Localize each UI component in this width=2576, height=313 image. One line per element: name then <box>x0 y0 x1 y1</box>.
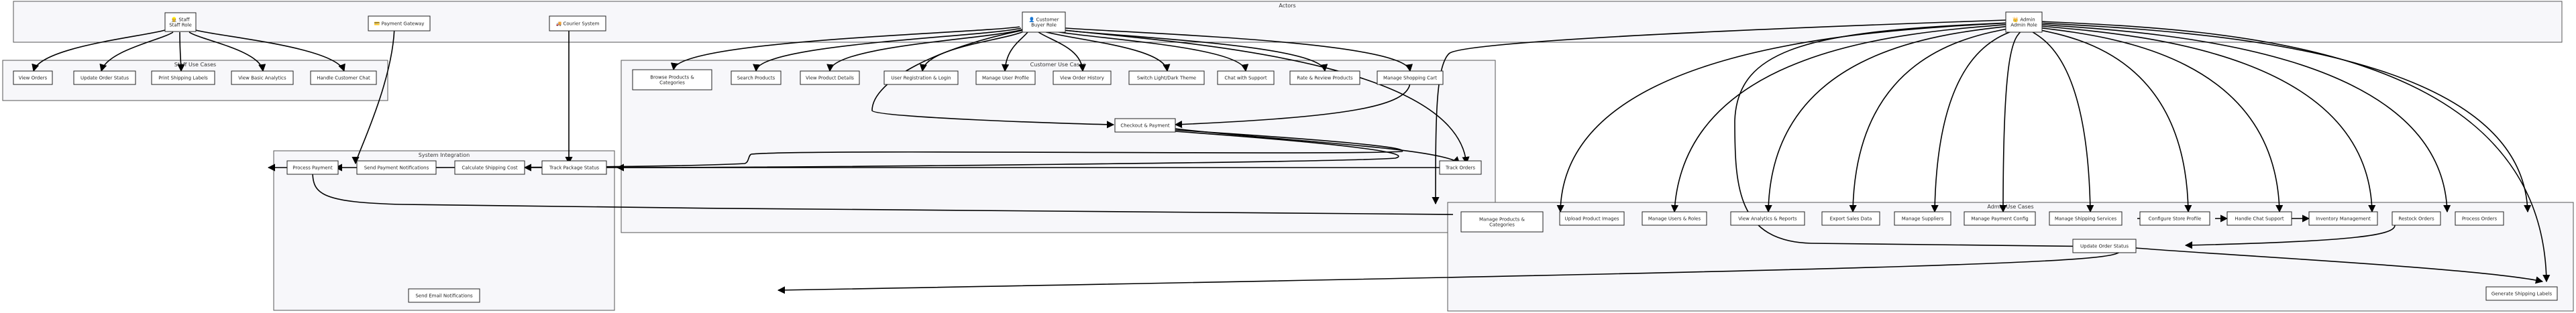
use-case-customer-cases-switch-theme: Switch Light/Dark Theme <box>1128 70 1205 85</box>
use-case-customer-cases-manage-shopping-cart: Manage Shopping Cart <box>1377 70 1444 85</box>
label-actors-admin-0: 👑 Admin <box>2012 17 2035 23</box>
label-customer-cases-rate-review-products: Rate & Review Products <box>1297 76 1353 81</box>
label-customer-cases-search-products: Search Products <box>737 76 775 81</box>
use-case-admin-cases-update-order-status: Update Order Status <box>2072 239 2137 253</box>
label-admin-cases-update-order-status: Update Order Status <box>2080 244 2129 249</box>
use-case-staff-cases-print-shipping-labels: Print Shipping Labels <box>151 70 215 85</box>
cluster-title-actors: Actors <box>1279 3 1295 9</box>
use-case-customer-cases-track-orders: Track Orders <box>1439 160 1482 175</box>
label-staff-cases-view-basic-analytics: View Basic Analytics <box>238 76 286 81</box>
use-case-admin-cases-generate-shipping-labels: Generate Shipping Labels <box>2485 286 2558 301</box>
label-admin-cases-manage-suppliers: Manage Suppliers <box>1902 216 1944 222</box>
use-case-customer-cases-manage-user-profile: Manage User Profile <box>975 70 1036 85</box>
use-case-admin-cases-process-orders: Process Orders <box>2455 211 2504 226</box>
use-case-customer-cases-chat-with-support: Chat with Support <box>1217 70 1275 85</box>
label-actors-customer-0: 👤 Customer <box>1029 17 1059 23</box>
actor-actors-courier: 🚚 Courier System <box>549 15 606 32</box>
label-customer-cases-checkout-payment: Checkout & Payment <box>1120 123 1170 129</box>
label-admin-cases-restock-orders: Restock Orders <box>2398 216 2434 222</box>
label-admin-cases-view-analytics-reports: View Analytics & Reports <box>1738 216 1797 222</box>
use-case-admin-cases-manage-users-roles: Manage Users & Roles <box>1642 211 1707 226</box>
use-case-admin-cases-handle-chat-support: Handle Chat Support <box>2226 211 2292 226</box>
use-case-staff-cases-update-order-status: Update Order Status <box>73 70 136 85</box>
use-case-admin-cases-manage-products: Manage Products &Categories <box>1460 211 1544 233</box>
label-admin-cases-inventory-management: Inventory Management <box>2316 216 2371 222</box>
label-admin-cases-manage-shipping-services: Manage Shipping Services <box>2055 216 2117 222</box>
label-admin-cases-manage-products-0: Manage Products & <box>1479 217 1525 223</box>
label-customer-cases-chat-with-support: Chat with Support <box>1224 76 1267 81</box>
use-case-admin-cases-export-sales-data: Export Sales Data <box>1821 211 1880 226</box>
use-case-admin-cases-view-analytics-reports: View Analytics & Reports <box>1730 211 1805 226</box>
label-actors-admin-1: Admin Role <box>2010 23 2037 28</box>
use-case-admin-cases-upload-product-images: Upload Product Images <box>1559 211 1625 226</box>
label-actors-staff-1: Staff Role <box>169 23 192 28</box>
use-case-customer-cases-search-products: Search Products <box>731 70 782 85</box>
label-admin-cases-handle-chat-support: Handle Chat Support <box>2235 216 2284 222</box>
use-case-customer-cases-user-registration: User Registration & Login <box>883 70 959 85</box>
label-admin-cases-manage-products-1: Categories <box>1489 223 1515 228</box>
label-system-cases-process-payment: Process Payment <box>292 166 333 171</box>
label-admin-cases-generate-shipping-labels: Generate Shipping Labels <box>2491 292 2553 297</box>
label-admin-cases-upload-product-images: Upload Product Images <box>1564 216 1619 222</box>
label-customer-cases-track-orders: Track Orders <box>1445 166 1475 171</box>
use-case-admin-cases-manage-suppliers: Manage Suppliers <box>1894 211 1951 226</box>
use-case-system-cases-send-email-notifications: Send Email Notifications <box>408 288 480 303</box>
use-case-customer-cases-rate-review-products: Rate & Review Products <box>1289 70 1360 85</box>
label-customer-cases-manage-user-profile: Manage User Profile <box>982 76 1029 81</box>
use-case-customer-cases-view-product-details: View Product Details <box>800 70 860 85</box>
label-customer-cases-switch-theme: Switch Light/Dark Theme <box>1137 76 1196 81</box>
label-staff-cases-view-orders: View Orders <box>19 76 48 81</box>
label-staff-cases-handle-customer-chat: Handle Customer Chat <box>317 76 370 81</box>
label-actors-payment-gateway: 💳 Payment Gateway <box>374 21 425 27</box>
use-case-staff-cases-handle-customer-chat: Handle Customer Chat <box>310 70 377 85</box>
actor-actors-payment-gateway: 💳 Payment Gateway <box>368 15 431 32</box>
use-case-system-cases-track-package-status: Track Package Status <box>541 160 607 175</box>
label-customer-cases-user-registration: User Registration & Login <box>891 76 951 81</box>
label-customer-cases-manage-shopping-cart: Manage Shopping Cart <box>1383 76 1437 81</box>
label-system-cases-calculate-shipping-cost: Calculate Shipping Cost <box>462 166 517 171</box>
use-case-customer-cases-checkout-payment: Checkout & Payment <box>1114 118 1176 133</box>
use-case-system-cases-process-payment: Process Payment <box>286 160 339 175</box>
cluster-title-staff: Staff Use Cases <box>174 62 216 68</box>
label-actors-customer-1: Buyer Role <box>1031 23 1057 28</box>
use-case-system-cases-calculate-shipping-cost: Calculate Shipping Cost <box>454 160 525 175</box>
edges <box>32 19 2551 294</box>
cluster-title-customer: Customer Use Cases <box>1030 62 1086 68</box>
cluster-system: System Integration <box>273 150 615 311</box>
label-actors-staff-0: 👷 Staff <box>171 17 189 23</box>
use-case-admin-cases-configure-store-profile: Configure Store Profile <box>2139 211 2210 226</box>
label-admin-cases-export-sales-data: Export Sales Data <box>1830 216 1872 222</box>
label-customer-cases-browse-products-0: Browse Products & <box>650 75 694 80</box>
cluster-title-system: System Integration <box>419 152 470 158</box>
cluster-actors: Actors <box>13 1 2563 43</box>
use-case-admin-cases-manage-payment-config: Manage Payment Config <box>1964 211 2036 226</box>
label-customer-cases-browse-products-1: Categories <box>659 80 685 86</box>
label-admin-cases-manage-users-roles: Manage Users & Roles <box>1648 216 1701 222</box>
label-staff-cases-update-order-status: Update Order Status <box>80 76 129 81</box>
label-system-cases-send-email-notifications: Send Email Notifications <box>415 294 473 299</box>
label-staff-cases-print-shipping-labels: Print Shipping Labels <box>158 76 208 81</box>
label-customer-cases-view-product-details: View Product Details <box>806 76 854 81</box>
use-case-staff-cases-view-orders: View Orders <box>13 70 53 85</box>
label-system-cases-track-package-status: Track Package Status <box>549 166 599 171</box>
use-case-staff-cases-view-basic-analytics: View Basic Analytics <box>231 70 294 85</box>
label-admin-cases-process-orders: Process Orders <box>2462 216 2498 222</box>
label-admin-cases-configure-store-profile: Configure Store Profile <box>2149 216 2202 222</box>
use-case-admin-cases-manage-shipping-services: Manage Shipping Services <box>2049 211 2123 226</box>
label-actors-courier: 🚚 Courier System <box>556 21 600 27</box>
label-admin-cases-manage-payment-config: Manage Payment Config <box>1971 216 2028 222</box>
label-system-cases-send-payment-notifications: Send Payment Notifications <box>364 166 429 171</box>
use-case-system-cases-send-payment-notifications: Send Payment Notifications <box>356 160 437 175</box>
label-customer-cases-view-order-history: View Order History <box>1060 76 1104 81</box>
cluster-title-admin: Admin Use Cases <box>1987 204 2033 210</box>
use-case-customer-cases-view-order-history: View Order History <box>1053 70 1112 85</box>
use-case-admin-cases-inventory-management: Inventory Management <box>2308 211 2378 226</box>
use-case-customer-cases-browse-products: Browse Products &Categories <box>632 69 712 90</box>
use-case-admin-cases-restock-orders: Restock Orders <box>2392 211 2441 226</box>
